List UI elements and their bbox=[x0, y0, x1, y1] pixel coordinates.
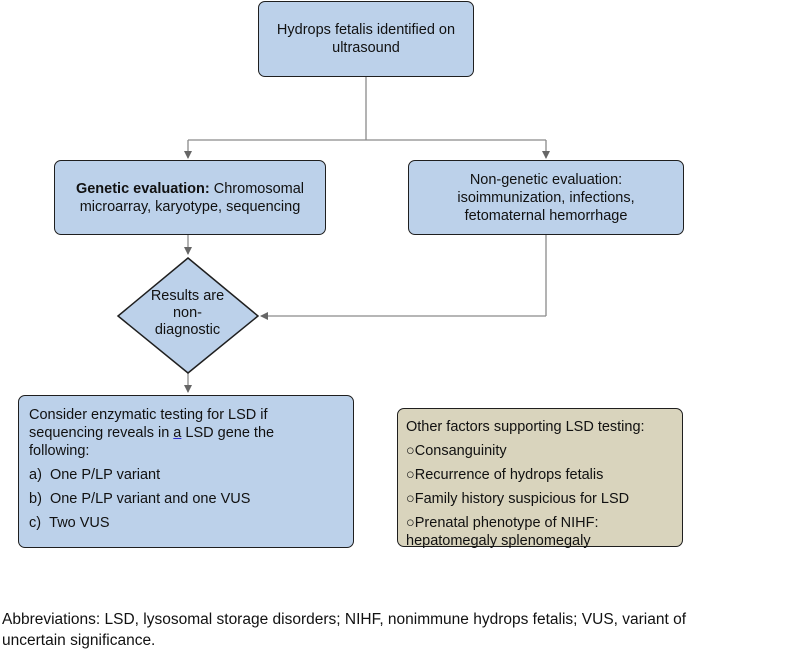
other-factors-node: Other factors supporting LSD testing: ○C… bbox=[397, 408, 683, 549]
genetic-evaluation-line-2: microarray, karyotype, sequencing bbox=[79, 198, 301, 215]
decision-text: Results are non- diagnostic bbox=[131, 288, 244, 339]
abbreviations-line-2: uncertain significance. bbox=[2, 632, 156, 649]
start-node-line-2: ultrasound bbox=[332, 40, 400, 56]
enzymatic-line-2-post: LSD gene the bbox=[185, 425, 275, 441]
non-genetic-evaluation-node: Non-genetic evaluation: isoimmunization,… bbox=[408, 160, 684, 235]
non-genetic-evaluation-line-2: isoimmunization, infections, bbox=[457, 189, 635, 206]
decision-line-3: diagnostic bbox=[154, 322, 221, 338]
start-node: Hydrops fetalis identified on ultrasound bbox=[258, 1, 474, 77]
enzymatic-testing-node: Consider enzymatic testing for LSD if se… bbox=[18, 395, 354, 548]
factor-family-history: ○Family history suspicious for LSD bbox=[406, 491, 630, 507]
factor-recurrence: ○Recurrence of hydrops fetalis bbox=[406, 467, 604, 483]
decision-line-2: non- bbox=[172, 305, 203, 321]
genetic-evaluation-label: Genetic evaluation: bbox=[75, 180, 210, 197]
abbreviations-line-1: Abbreviations: LSD, lysosomal storage di… bbox=[2, 611, 687, 628]
enzymatic-underlined-article: a bbox=[173, 425, 182, 441]
enzymatic-item-c: c) Two VUS bbox=[29, 515, 110, 531]
non-genetic-evaluation-line-3: fetomaternal hemorrhage bbox=[464, 207, 628, 224]
factor-consanguinity: ○Consanguinity bbox=[406, 443, 507, 459]
factor-prenatal-phenotype: ○Prenatal phenotype of NIHF: bbox=[406, 515, 599, 531]
enzymatic-line-2-pre: sequencing reveals in bbox=[29, 425, 170, 441]
decision-diamond bbox=[116, 257, 260, 374]
non-genetic-evaluation-line-1: Non-genetic evaluation: bbox=[469, 171, 623, 188]
abbreviations-footnote: Abbreviations: LSD, lysosomal storage di… bbox=[2, 609, 792, 651]
other-factors-title: Other factors supporting LSD testing: bbox=[406, 419, 645, 435]
start-node-line-1: Hydrops fetalis identified on bbox=[276, 22, 456, 38]
enzymatic-line-2: sequencing reveals in a LSD gene the bbox=[29, 424, 343, 442]
genetic-evaluation-line-1-rest: Chromosomal bbox=[213, 180, 305, 197]
genetic-evaluation-line-1: Genetic evaluation: Chromosomal bbox=[76, 180, 304, 198]
genetic-evaluation-node: Genetic evaluation: Chromosomal microarr… bbox=[54, 160, 326, 235]
enzymatic-line-1: Consider enzymatic testing for LSD if bbox=[29, 407, 268, 423]
enzymatic-item-a: a) One P/LP variant bbox=[29, 467, 161, 483]
enzymatic-item-b: b) One P/LP variant and one VUS bbox=[29, 491, 251, 507]
enzymatic-line-3: following: bbox=[29, 443, 90, 459]
decision-line-1: Results are bbox=[150, 288, 225, 304]
factor-prenatal-phenotype-line-2: hepatomegaly splenomegaly bbox=[406, 533, 591, 549]
